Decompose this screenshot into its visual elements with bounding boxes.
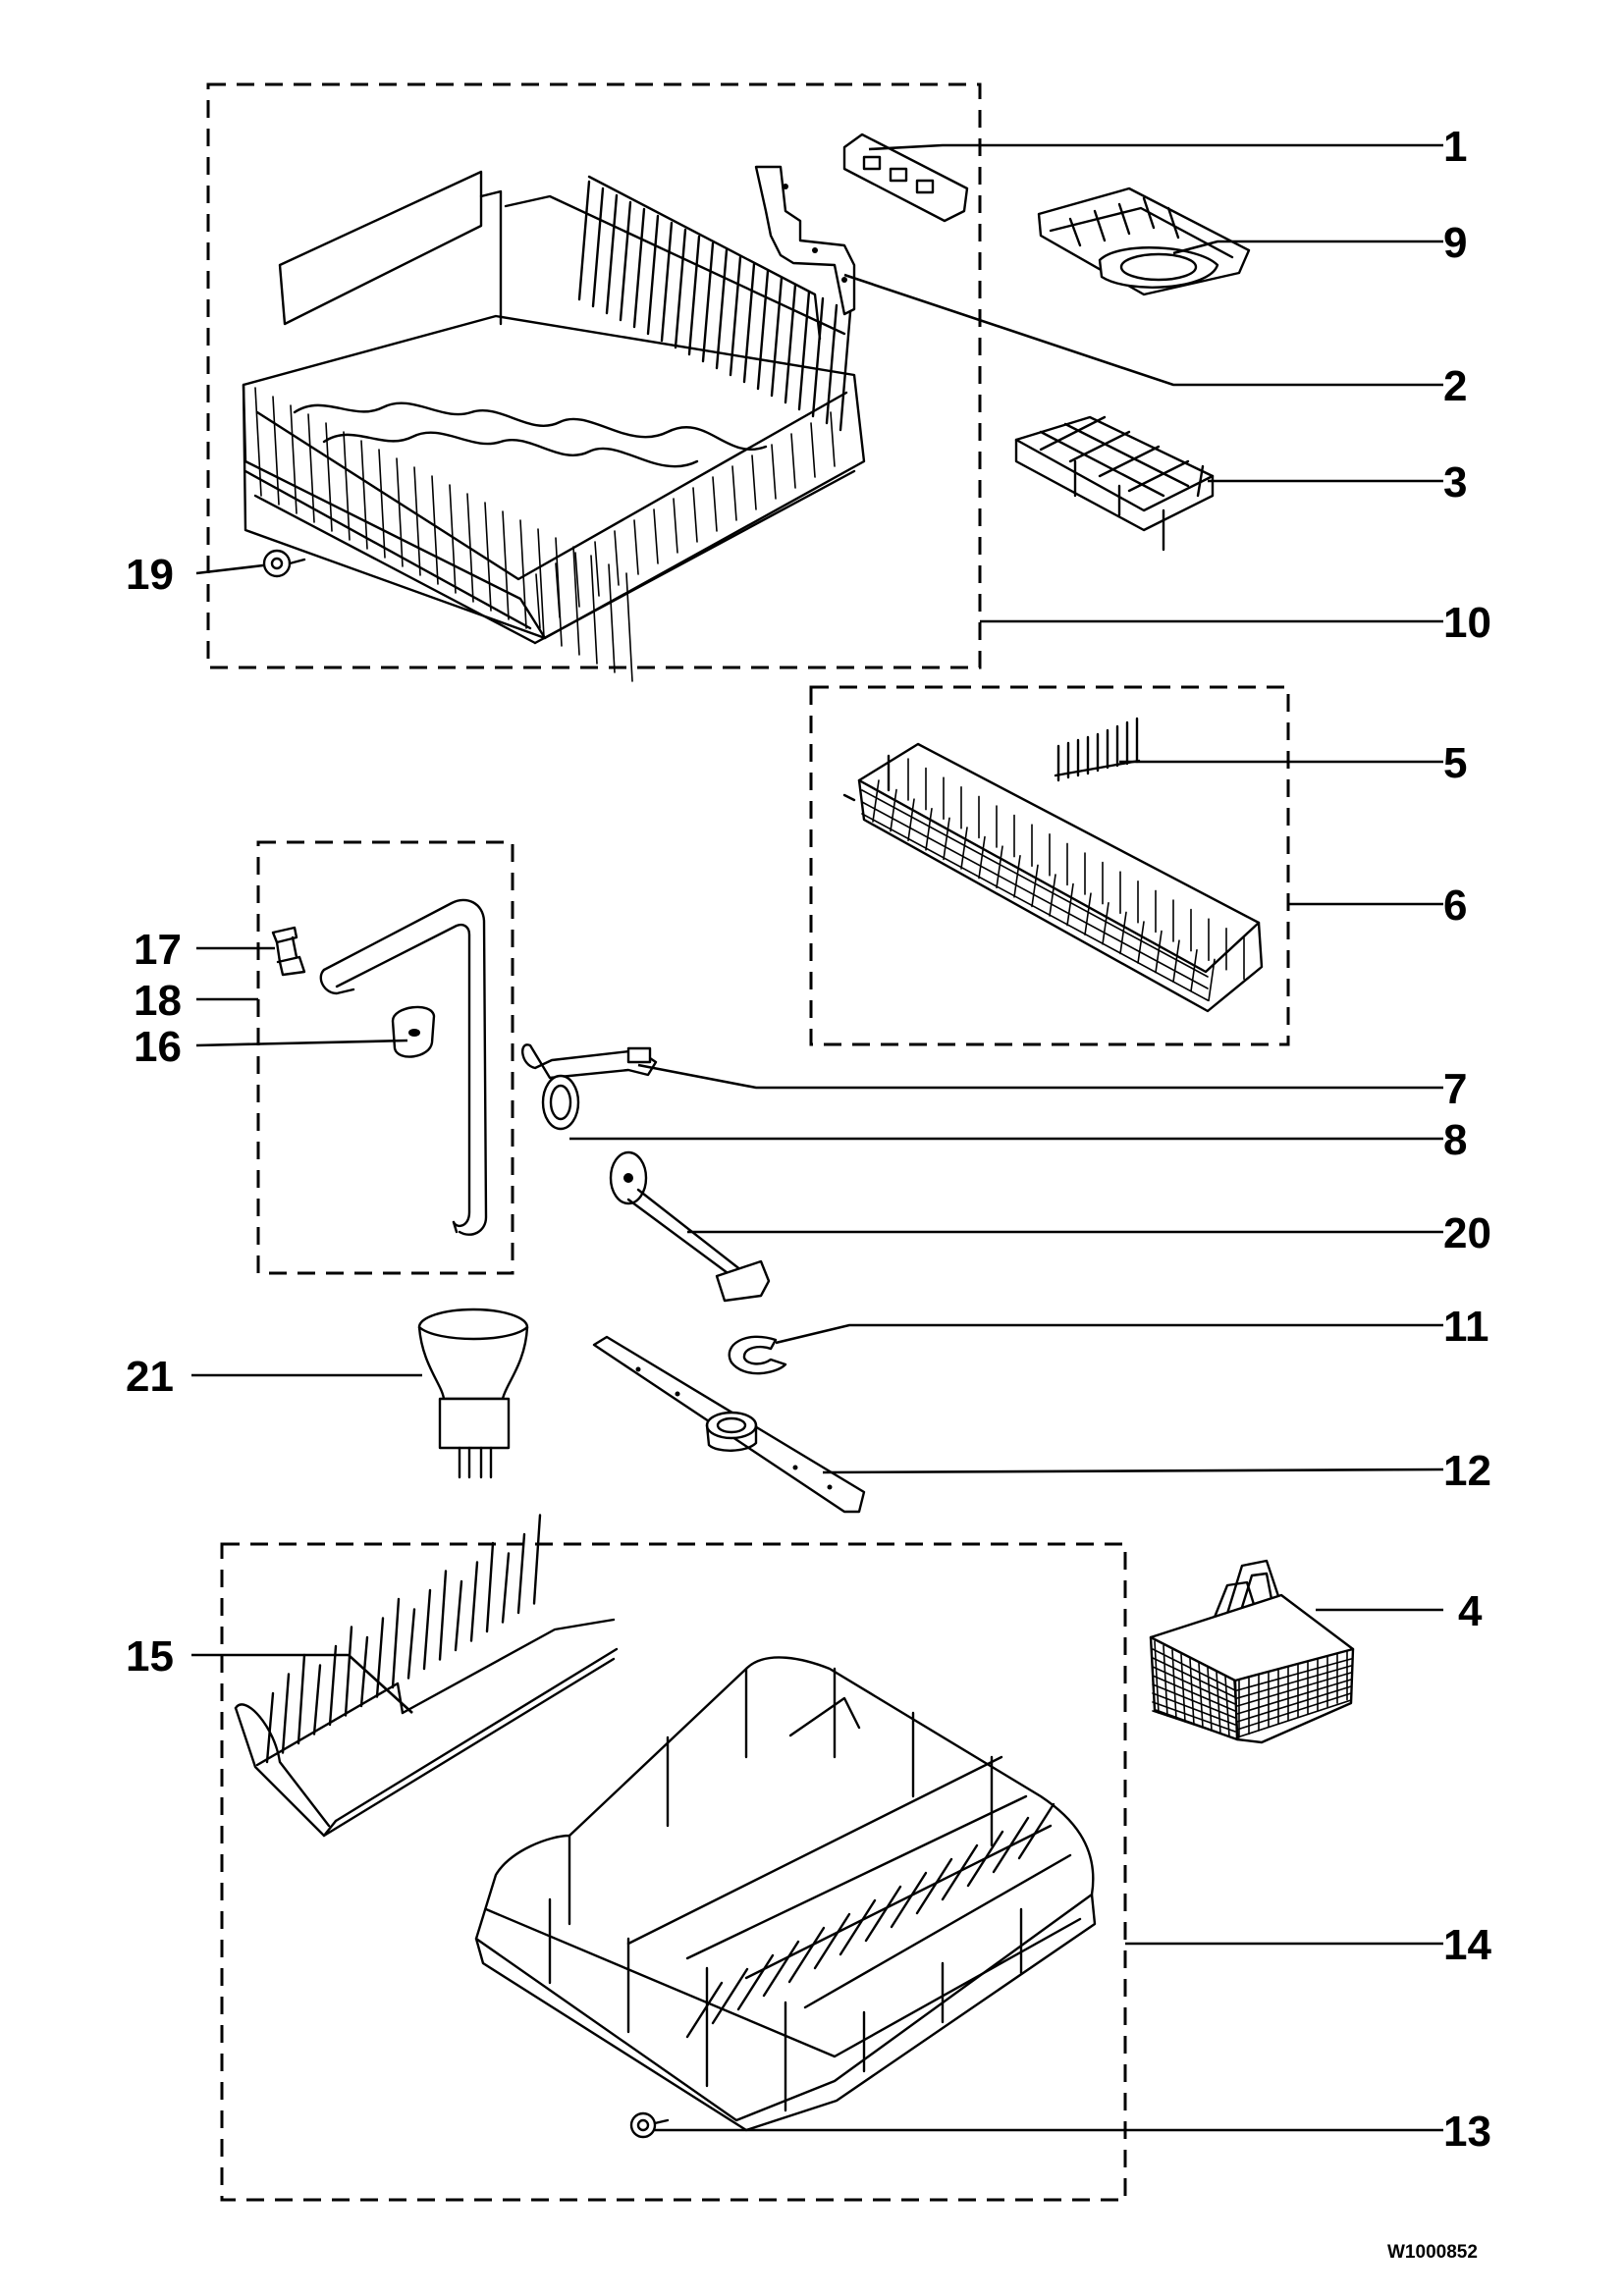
callout-21: 21 <box>126 1353 174 1401</box>
part-15-drawing <box>234 1514 619 1838</box>
callout-labels: 1 9 2 3 10 19 5 6 17 18 16 7 8 20 11 21 … <box>126 123 1491 2156</box>
callout-6: 6 <box>1443 881 1467 930</box>
callout-13: 13 <box>1443 2108 1491 2156</box>
callout-9: 9 <box>1443 219 1467 267</box>
part-17-drawing <box>271 926 306 977</box>
leader-19 <box>195 563 264 575</box>
leader-9 <box>1172 240 1443 255</box>
part-3-drawing <box>1014 415 1215 552</box>
leader-7 <box>637 1063 1443 1090</box>
part-16-drawing <box>391 1005 436 1058</box>
callout-20: 20 <box>1443 1209 1491 1257</box>
callout-18: 18 <box>134 977 182 1025</box>
leader-1 <box>868 143 1443 151</box>
leader-lines <box>191 143 1444 2132</box>
leader-11 <box>775 1323 1443 1345</box>
callout-11: 11 <box>1443 1303 1489 1351</box>
callout-17: 17 <box>134 926 182 974</box>
callout-8: 8 <box>1443 1116 1467 1164</box>
part-4-drawing <box>1149 1559 1355 1744</box>
cutlery-tray-group-box <box>809 685 1290 1046</box>
part-18-drawing <box>319 898 488 1236</box>
part-1-drawing <box>842 133 969 223</box>
part-9-drawing <box>1037 187 1251 296</box>
callout-1: 1 <box>1443 123 1467 171</box>
callout-14: 14 <box>1443 1921 1491 1969</box>
cutlery-tray-drawing <box>842 742 1264 1013</box>
part-12-drawing <box>592 1335 866 1514</box>
part-21-drawing <box>417 1308 529 1479</box>
lower-rack-drawing <box>474 1656 1097 2132</box>
upper-rack-stop-drawing <box>262 549 306 578</box>
leader-2 <box>843 273 1443 387</box>
callout-5: 5 <box>1443 739 1467 787</box>
lower-rack-group-box <box>220 1542 1127 2202</box>
callout-3: 3 <box>1443 458 1467 507</box>
callout-19: 19 <box>126 551 174 599</box>
lower-rack-stop-drawing <box>629 2111 670 2139</box>
part-7-drawing <box>521 1043 658 1080</box>
callout-7: 7 <box>1443 1065 1467 1113</box>
part-5-drawing <box>1054 717 1141 782</box>
part-11-drawing <box>728 1335 787 1375</box>
callout-15: 15 <box>126 1632 174 1681</box>
part-20-drawing <box>609 1150 771 1303</box>
upper-rack-drawing <box>242 170 866 682</box>
leader-16 <box>195 1039 408 1047</box>
callout-4: 4 <box>1458 1587 1483 1635</box>
leader-12 <box>822 1468 1444 1474</box>
upper-rack-group-box <box>206 82 982 669</box>
callout-16: 16 <box>134 1023 182 1071</box>
callout-2: 2 <box>1443 362 1467 410</box>
part-8-drawing <box>541 1074 580 1131</box>
part-2-drawing <box>754 165 856 316</box>
leader-15 <box>191 1653 413 1714</box>
callout-12: 12 <box>1443 1447 1491 1495</box>
callout-10: 10 <box>1443 599 1491 647</box>
spray-pipe-group-box <box>256 840 514 1275</box>
document-code: W1000852 <box>1387 2242 1478 2263</box>
